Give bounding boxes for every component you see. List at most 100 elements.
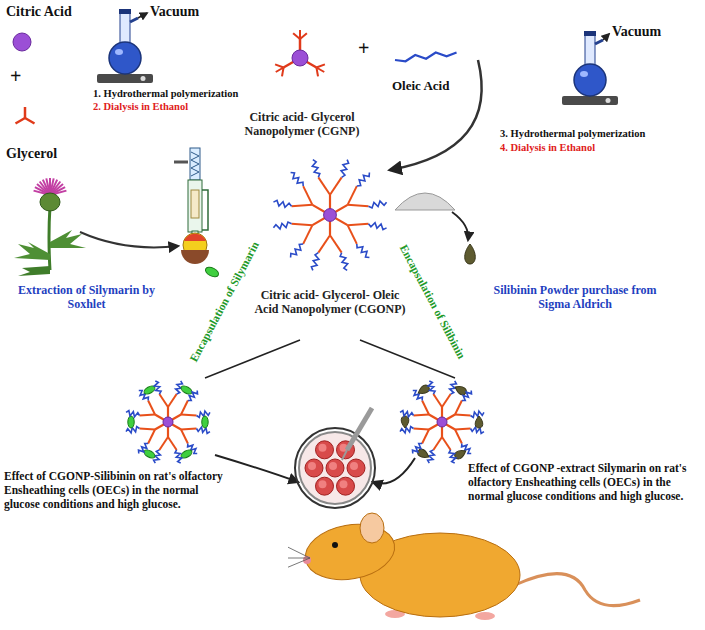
oleic-chain [273, 222, 291, 229]
rat-whisker [288, 547, 310, 558]
polymer-branch [348, 186, 357, 205]
stopper [584, 31, 596, 36]
cgnp-fork [316, 68, 318, 77]
rat-eye [332, 542, 338, 548]
polymer-branch [303, 225, 312, 244]
oleic-chain [400, 411, 413, 417]
polymer-branch [159, 437, 168, 450]
oleic-chain [188, 390, 198, 400]
dish-well [326, 459, 344, 477]
polymer-branch [413, 428, 428, 429]
flask-bulb [109, 42, 141, 74]
side-arm [595, 40, 603, 44]
silymarin-particle [143, 448, 157, 460]
soxhlet-apparatus [174, 148, 209, 264]
oleic-chain [175, 450, 182, 463]
flask-neck [585, 35, 595, 67]
dendrimer-core [437, 417, 447, 427]
cgnp-molecule [275, 30, 325, 76]
step-label: 4. Dialysis in Ethanol [500, 142, 700, 155]
rat-ear [360, 513, 384, 543]
oleic-chain [154, 381, 161, 394]
well-highlight [319, 444, 327, 452]
polymer-branch [455, 414, 470, 415]
polymer-branch [455, 428, 470, 429]
polymer-branch [168, 437, 177, 450]
silibinin-particle [416, 448, 430, 461]
polymer-branch [159, 394, 168, 407]
oleic-chain [471, 411, 484, 417]
cgnp-fork [275, 64, 283, 67]
polymer-branch [348, 205, 369, 206]
thistle-head [40, 193, 60, 211]
flask-shine [115, 49, 123, 55]
oleic-chain [449, 450, 456, 463]
polymer-branch [148, 401, 155, 415]
oleic-chain [428, 381, 435, 394]
polymer-branch [330, 235, 342, 252]
vacuum-arrow [138, 13, 147, 18]
flask-liquid [184, 234, 206, 241]
heating-mantle [181, 250, 209, 264]
branch-line [360, 340, 455, 378]
polymer-branch [413, 414, 428, 415]
dendrimer [400, 381, 484, 463]
vacuum-arrow [603, 34, 609, 40]
well-highlight [350, 462, 358, 470]
polymer-branch [292, 224, 313, 225]
oleic-chain [400, 427, 413, 433]
polymer-branch [181, 401, 188, 415]
polymer-branch [442, 394, 451, 407]
silymarin-capsule [204, 265, 220, 278]
glycerol-arm [25, 118, 35, 124]
oleic-chain [462, 390, 472, 400]
effect-note: Effect of CGONP -extract Silymarin on ra… [468, 462, 700, 503]
citric-acid-symbol [13, 33, 31, 51]
magnifier-ring [295, 428, 375, 508]
flask-shine [580, 71, 588, 77]
stopper [119, 9, 131, 14]
oleic-chain [291, 172, 304, 186]
polymer-branch [330, 177, 342, 194]
rat-whisker [288, 558, 310, 559]
well-highlight [329, 462, 337, 470]
polymer-branch [455, 401, 462, 415]
plus-sign: + [358, 36, 378, 60]
polymer-branch [442, 437, 451, 450]
silibinin-particle [475, 416, 483, 428]
flask-apparatus [97, 9, 153, 83]
oleic-chain [357, 244, 370, 258]
polymer-label: Citric acid- Glycerol Nanopolymer (CGNP) [222, 110, 382, 139]
process-arrow [390, 60, 482, 170]
source-label: Extraction of Silymarin by Soxhlet [4, 283, 169, 312]
pipette [347, 408, 372, 450]
rat-foot [475, 612, 495, 620]
milk-thistle [14, 178, 86, 276]
hotplate-knob [141, 76, 146, 81]
siphon-tube [202, 190, 208, 230]
silymarin-particle [202, 416, 208, 428]
thistle-stem [49, 206, 50, 270]
polymer-branch [168, 394, 177, 407]
oleic-chain [340, 253, 348, 271]
clamp [174, 161, 188, 164]
polymer-branch [422, 401, 429, 415]
polymer-branch [433, 437, 442, 450]
thistle-petal [46, 178, 50, 195]
oleic-chain [139, 443, 149, 453]
polymer-branch [181, 430, 188, 444]
rat [288, 513, 640, 620]
polymer-branch [348, 224, 369, 225]
cgnp-core [292, 50, 308, 66]
vacuum-label: Vacuum [612, 24, 697, 41]
polymer-branch [139, 414, 154, 415]
oleic-chain [413, 443, 423, 453]
oleic-chain [368, 201, 386, 208]
rat-whisker [288, 558, 310, 567]
source-label: Silibinin Powder purchase from Sigma Ald… [485, 283, 665, 312]
oleic-chain [311, 253, 319, 271]
dendrimer [273, 160, 386, 271]
polymer-branch [318, 177, 330, 194]
process-arrow [80, 232, 178, 247]
